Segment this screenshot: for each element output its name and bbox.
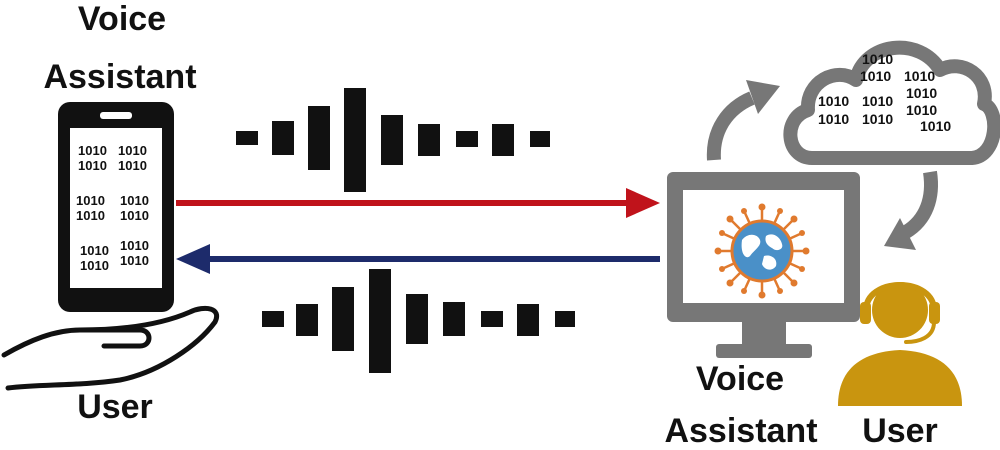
phone-binary: 1010: [120, 208, 149, 223]
phone-binary: 1010: [80, 258, 109, 273]
right-user-label: User: [862, 412, 938, 450]
cloud-binary-grid: 1010 1010 1010 1010 1010 1010 1010 1010 …: [818, 51, 951, 134]
phone-binary-grid: 1010 1010 1010 1010 1010 1010 1010 1010 …: [76, 143, 149, 273]
cloud-binary: 1010: [862, 111, 893, 127]
phone-binary: 1010: [78, 158, 107, 173]
support-agent-icon: [838, 282, 962, 406]
cloud-binary: 1010: [920, 118, 951, 134]
phone-binary: 1010: [118, 143, 147, 158]
cycle-arrow-icon: [706, 80, 780, 161]
left-user-label: User: [77, 388, 153, 426]
sound-wave-icon: [262, 269, 575, 373]
right-voice-label: Voice: [695, 360, 785, 398]
cloud-binary: 1010: [860, 68, 891, 84]
phone-binary: 1010: [118, 158, 147, 173]
phone-binary: 1010: [80, 243, 109, 258]
phone-binary: 1010: [120, 253, 149, 268]
right-assistant-label: Assistant: [664, 412, 818, 450]
phone-binary: 1010: [76, 193, 105, 208]
phone-binary: 1010: [78, 143, 107, 158]
cloud-binary: 1010: [818, 111, 849, 127]
sound-wave-icon: [236, 88, 550, 192]
cloud-binary: 1010: [904, 68, 935, 84]
hand-icon: [1, 305, 220, 391]
phone-binary: 1010: [120, 238, 149, 253]
virus-globe-icon: [714, 203, 810, 299]
cloud-binary: 1010: [906, 85, 937, 101]
cloud-binary: 1010: [906, 102, 937, 118]
request-arrow: [176, 188, 660, 218]
phone-binary: 1010: [120, 193, 149, 208]
cloud-binary: 1010: [862, 51, 893, 67]
smartphone-icon: [58, 102, 174, 312]
left-voice-label: Voice: [77, 0, 167, 38]
cycle-arrow-icon: [884, 170, 938, 250]
cloud-icon: [783, 40, 1000, 165]
cloud-binary: 1010: [862, 93, 893, 109]
cloud-binary: 1010: [818, 93, 849, 109]
left-assistant-label: Assistant: [43, 58, 197, 96]
phone-binary: 1010: [76, 208, 105, 223]
response-arrow: [176, 244, 660, 274]
